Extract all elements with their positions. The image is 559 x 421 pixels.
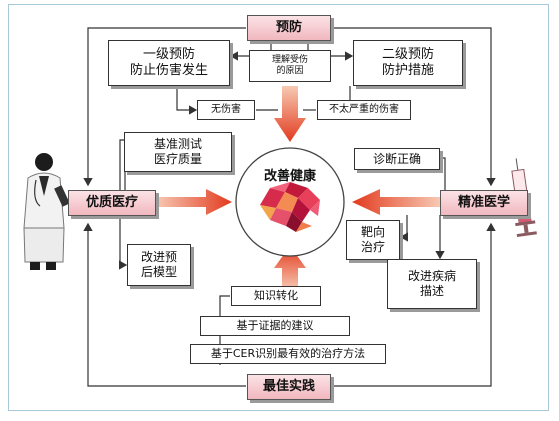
node-best-practice: 最佳实践 xyxy=(247,374,331,400)
node-primary-prevention: 一级预防 防止伤害发生 xyxy=(108,40,230,86)
node-no-harm: 无伤害 xyxy=(197,100,255,120)
node-understand-causes: 理解受伤 的原因 xyxy=(249,50,331,82)
brain-icon xyxy=(260,182,320,232)
node-improve-prognosis: 改进预 后模型 xyxy=(127,244,191,286)
doctor-icon xyxy=(23,153,70,270)
connector-bottom-left xyxy=(83,222,246,387)
arrow-right xyxy=(156,189,232,215)
node-quality-care: 优质医疗 xyxy=(68,190,156,216)
center-label: 改善健康 xyxy=(263,168,316,184)
node-diagnose-correctly: 诊断正确 xyxy=(354,148,440,170)
connector-top-left xyxy=(83,27,246,187)
node-evidence-based: 基于证据的建议 xyxy=(200,316,350,336)
connector-knowledge xyxy=(219,295,230,365)
connector-bottom-right xyxy=(331,222,496,387)
connector-targeted xyxy=(399,215,409,242)
arrow-down xyxy=(274,86,306,142)
node-benchmark-quality: 基准测试 医疗质量 xyxy=(124,132,232,172)
node-precision-medicine: 精准医学 xyxy=(440,190,528,216)
connector-benchmark xyxy=(119,139,124,192)
arrow-left xyxy=(352,189,440,215)
connector-prognosis xyxy=(118,214,128,270)
connector-diagnose xyxy=(441,157,446,192)
connector-top-right xyxy=(331,27,496,187)
node-prevention: 预防 xyxy=(247,15,331,41)
node-targeted-therapy: 靶向 治疗 xyxy=(346,220,400,260)
node-knowledge-translation: 知识转化 xyxy=(231,286,321,306)
connector-no-harm xyxy=(176,86,198,115)
arrow-up xyxy=(274,246,306,290)
node-secondary-prevention: 二级预防 防护措施 xyxy=(353,40,463,86)
node-cer-identify: 基于CER识别最有效的治疗方法 xyxy=(190,344,386,364)
node-less-serious-harm: 不太严重的伤害 xyxy=(317,100,411,120)
node-improve-disease: 改进疾病 描述 xyxy=(387,259,477,309)
